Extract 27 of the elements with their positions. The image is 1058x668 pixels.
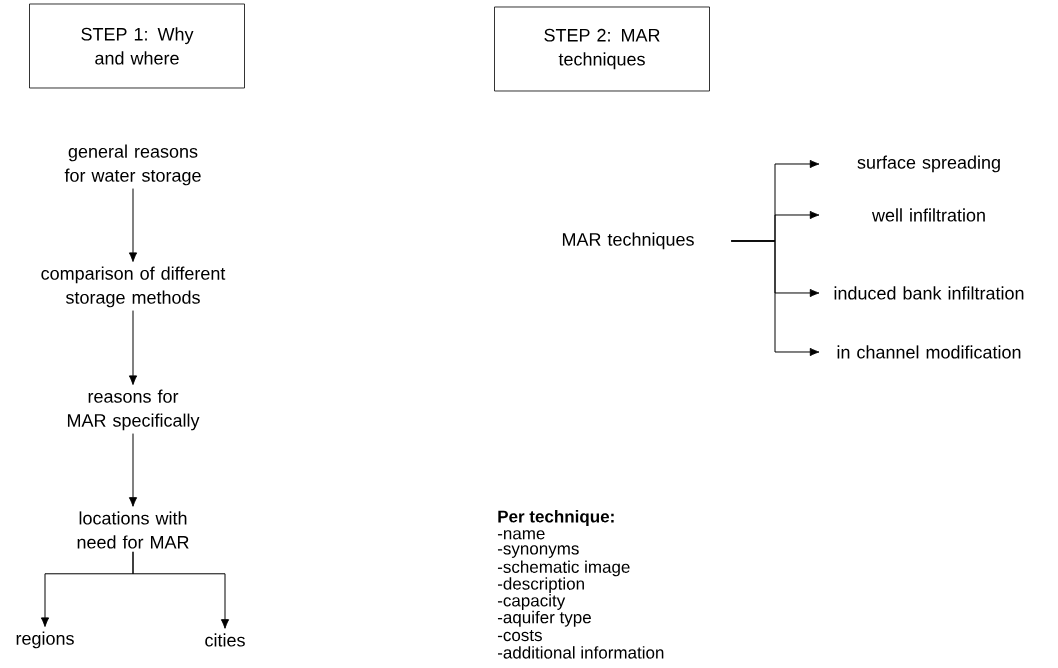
arrow [132, 551, 230, 629]
list-item: -synonyms [497, 545, 579, 558]
step-text: cities [205, 633, 245, 647]
step-text: MAR techniques [562, 232, 694, 250]
list-item: -costs [497, 630, 542, 642]
list-item: -schematic image [497, 560, 630, 577]
step-text: comparison of different storage methods [41, 266, 226, 308]
list-item: -name [497, 530, 545, 540]
list-item: -additional information [497, 646, 664, 659]
step-text: in channel modification [837, 345, 1021, 359]
arrow [128, 310, 138, 385]
list-item: -aquifer type [497, 610, 591, 627]
arrow [128, 433, 138, 507]
step-text: reasons for MAR specifically [67, 389, 200, 431]
step-text: induced bank infiltration [834, 286, 1024, 300]
list-item: -capacity [497, 594, 566, 610]
step-box: STEP 2: MAR techniques [494, 6, 710, 92]
step-box: STEP 1: Why and where [29, 3, 245, 89]
step-text: surface spreading [857, 155, 1000, 173]
arrow [730, 240, 820, 357]
step-text: locations with need for MAR [77, 511, 189, 549]
arrow [128, 188, 138, 262]
list-item: -description [497, 577, 584, 594]
step-text: regions [16, 631, 74, 649]
step-text: general reasons for water storage [64, 144, 201, 186]
step-text: well infiltration [871, 208, 985, 222]
list-heading: Per technique: [498, 510, 614, 526]
